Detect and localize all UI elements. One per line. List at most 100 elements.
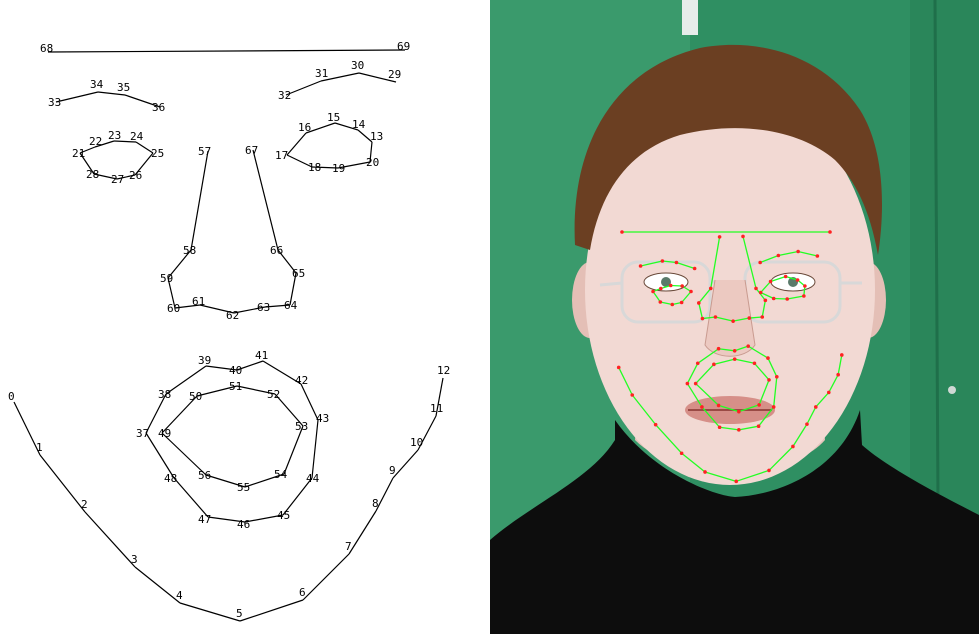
overlay-point-60 bbox=[700, 316, 705, 321]
overlay-edge-25-26 bbox=[681, 291, 692, 303]
landmark-edge-29-30 bbox=[358, 72, 397, 83]
overlay-point-14 bbox=[795, 278, 800, 282]
landmark-edge-28-21 bbox=[79, 152, 95, 175]
landmark-label-50: 50 bbox=[189, 390, 202, 403]
landmark-label-8: 8 bbox=[372, 497, 379, 510]
landmark-label-12: 12 bbox=[437, 364, 450, 377]
landmark-label-66: 66 bbox=[270, 244, 283, 257]
overlay-point-26 bbox=[679, 300, 684, 305]
landmark-edge-40-41 bbox=[236, 360, 264, 371]
landmark-label-10: 10 bbox=[410, 436, 423, 449]
landmark-edge-4-5 bbox=[179, 602, 241, 622]
overlay-point-15 bbox=[783, 274, 788, 279]
landmark-edge-62-63 bbox=[233, 306, 266, 314]
overlay-point-4 bbox=[703, 470, 707, 474]
landmark-edge-23-24 bbox=[113, 140, 137, 143]
landmark-edge-44-45 bbox=[282, 477, 313, 516]
landmark-label-47: 47 bbox=[198, 513, 211, 526]
landmark-edge-22-23 bbox=[94, 140, 115, 148]
overlay-point-54 bbox=[757, 403, 761, 407]
overlay-point-7 bbox=[791, 444, 795, 449]
landmark-edge-52-53 bbox=[274, 393, 304, 427]
turtleneck bbox=[490, 410, 979, 634]
landmark-edge-37-38 bbox=[145, 393, 167, 434]
landmark-label-68: 68 bbox=[40, 42, 53, 55]
landmark-label-69: 69 bbox=[397, 40, 410, 53]
landmark-label-39: 39 bbox=[198, 354, 211, 367]
landmark-label-20: 20 bbox=[366, 156, 379, 169]
landmark-edge-61-62 bbox=[199, 304, 235, 314]
landmark-edge-9-10 bbox=[392, 449, 419, 479]
overlay-point-58 bbox=[708, 286, 713, 291]
overlay-point-64 bbox=[760, 315, 765, 319]
landmark-edge-60-61 bbox=[174, 304, 201, 309]
overlay-edge-23-24 bbox=[670, 284, 683, 287]
overlay-point-48 bbox=[700, 405, 704, 409]
landmark-edge-18-19 bbox=[311, 166, 339, 169]
overlay-point-3 bbox=[679, 451, 684, 456]
landmark-label-44: 44 bbox=[306, 472, 320, 485]
landmark-edge-27-28 bbox=[93, 173, 118, 180]
landmark-edge-55-56 bbox=[205, 474, 246, 488]
landmark-label-3: 3 bbox=[131, 553, 138, 566]
landmark-edge-43-44 bbox=[311, 419, 319, 479]
landmark-label-33: 33 bbox=[48, 96, 61, 109]
landmark-label-60: 60 bbox=[167, 302, 180, 315]
overlay-point-37 bbox=[685, 381, 690, 386]
overlay-edge-17-18 bbox=[760, 291, 774, 300]
landmark-label-2: 2 bbox=[81, 498, 88, 511]
landmark-edge-0-1 bbox=[13, 401, 41, 456]
landmark-label-7: 7 bbox=[345, 540, 352, 553]
overlay-edge-41-42 bbox=[747, 345, 769, 359]
overlay-edge-18-19 bbox=[773, 297, 788, 300]
overlay-point-35 bbox=[674, 260, 679, 265]
overlay-edge-16-17 bbox=[760, 281, 772, 293]
landmark-label-26: 26 bbox=[129, 169, 142, 182]
overlay-point-21 bbox=[651, 289, 655, 294]
landmark-edge-1-2 bbox=[39, 454, 86, 513]
landmark-label-28: 28 bbox=[86, 168, 99, 181]
overlay-edge-0-1 bbox=[618, 367, 633, 396]
landmark-label-23: 23 bbox=[108, 129, 121, 142]
landmark-label-11: 11 bbox=[430, 402, 443, 415]
overlay-edge-15-16 bbox=[770, 275, 786, 283]
background-seam bbox=[933, 0, 940, 501]
overlay-edge-30-31 bbox=[778, 250, 799, 257]
glasses-left-temple bbox=[599, 281, 623, 287]
landmark-edge-39-40 bbox=[205, 365, 238, 371]
overlay-edge-63-64 bbox=[749, 316, 763, 319]
landmark-label-45: 45 bbox=[277, 509, 290, 522]
hair bbox=[574, 44, 883, 256]
landmark-edge-7-8 bbox=[348, 510, 377, 555]
overlay-edge-3-4 bbox=[681, 452, 706, 473]
overlay-edge-35-36 bbox=[676, 261, 695, 270]
overlay-point-31 bbox=[776, 253, 781, 258]
overlay-point-40 bbox=[732, 349, 737, 353]
landmark-edge-17-18 bbox=[286, 154, 313, 168]
landmark-edge-47-48 bbox=[173, 477, 209, 518]
overlay-edge-60-61 bbox=[702, 316, 716, 320]
landmark-label-27: 27 bbox=[111, 173, 124, 186]
landmark-label-31: 31 bbox=[315, 67, 328, 80]
overlay-point-57 bbox=[717, 235, 722, 239]
overlay-point-62 bbox=[731, 319, 735, 323]
landmark-label-55: 55 bbox=[237, 481, 250, 494]
landmark-edge-10-11 bbox=[417, 415, 437, 451]
overlay-point-44 bbox=[771, 405, 776, 409]
overlay-edge-10-11 bbox=[828, 374, 839, 393]
overlay-point-55 bbox=[737, 409, 741, 414]
landmark-edge-48-37 bbox=[145, 432, 175, 479]
landmark-edge-59-60 bbox=[167, 277, 176, 309]
overlay-edge-59-60 bbox=[698, 302, 704, 319]
landmark-label-56: 56 bbox=[198, 469, 211, 482]
landmark-label-53: 53 bbox=[295, 420, 308, 433]
landmark-edge-14-15 bbox=[334, 122, 359, 131]
fitted-shape-overlay bbox=[616, 230, 844, 484]
overlay-edge-48-37 bbox=[686, 383, 703, 408]
landmark-edge-19-20 bbox=[337, 161, 371, 169]
landmark-edge-58-59 bbox=[167, 249, 192, 279]
overlay-edge-38-39 bbox=[697, 348, 719, 364]
overlay-edge-49-50 bbox=[695, 363, 715, 385]
overlay-edge-47-48 bbox=[701, 406, 721, 428]
